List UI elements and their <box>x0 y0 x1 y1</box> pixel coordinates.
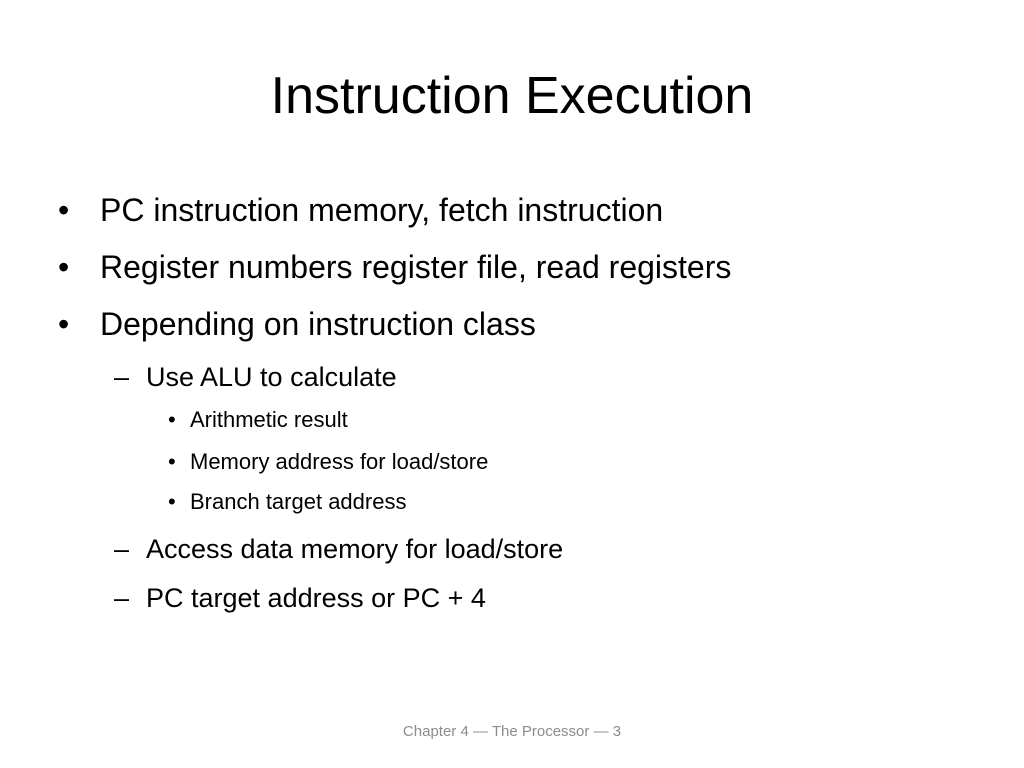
sub-bullet-dash: – <box>114 583 130 613</box>
sub-sub-bullet-text: Arithmetic result <box>190 407 348 432</box>
bullet-dot: • <box>58 306 70 342</box>
sub-sub-bullet-text: Memory address for load/store <box>190 449 489 474</box>
slide-title: Instruction Execution <box>270 67 754 125</box>
bullet-text: Register numbers register file, read reg… <box>100 249 732 285</box>
sub-bullet-dash: – <box>114 362 130 392</box>
bullet-text: PC instruction memory, fetch instruction <box>100 192 664 228</box>
sub-bullet-dash: – <box>114 534 130 564</box>
footer-text: Chapter 4 — The Processor — 3 <box>402 723 622 740</box>
sub-bullet-text: Access data memory for load/store <box>146 534 564 564</box>
sub-sub-bullet-dot: • <box>168 449 176 474</box>
sub-sub-bullet-dot: • <box>168 489 176 514</box>
sub-sub-bullet-dot: • <box>168 407 176 432</box>
bullet-dot: • <box>58 249 70 285</box>
sub-bullet-text: Use ALU to calculate <box>146 362 397 392</box>
slide-footer: Chapter 4 — The Processor — 3 <box>0 722 1024 742</box>
bullet-text: Depending on instruction class <box>100 306 536 342</box>
sub-bullet-text: PC target address or PC + 4 <box>146 583 486 613</box>
bullet-dot: • <box>58 192 70 228</box>
sub-sub-bullet-text: Branch target address <box>190 489 407 514</box>
